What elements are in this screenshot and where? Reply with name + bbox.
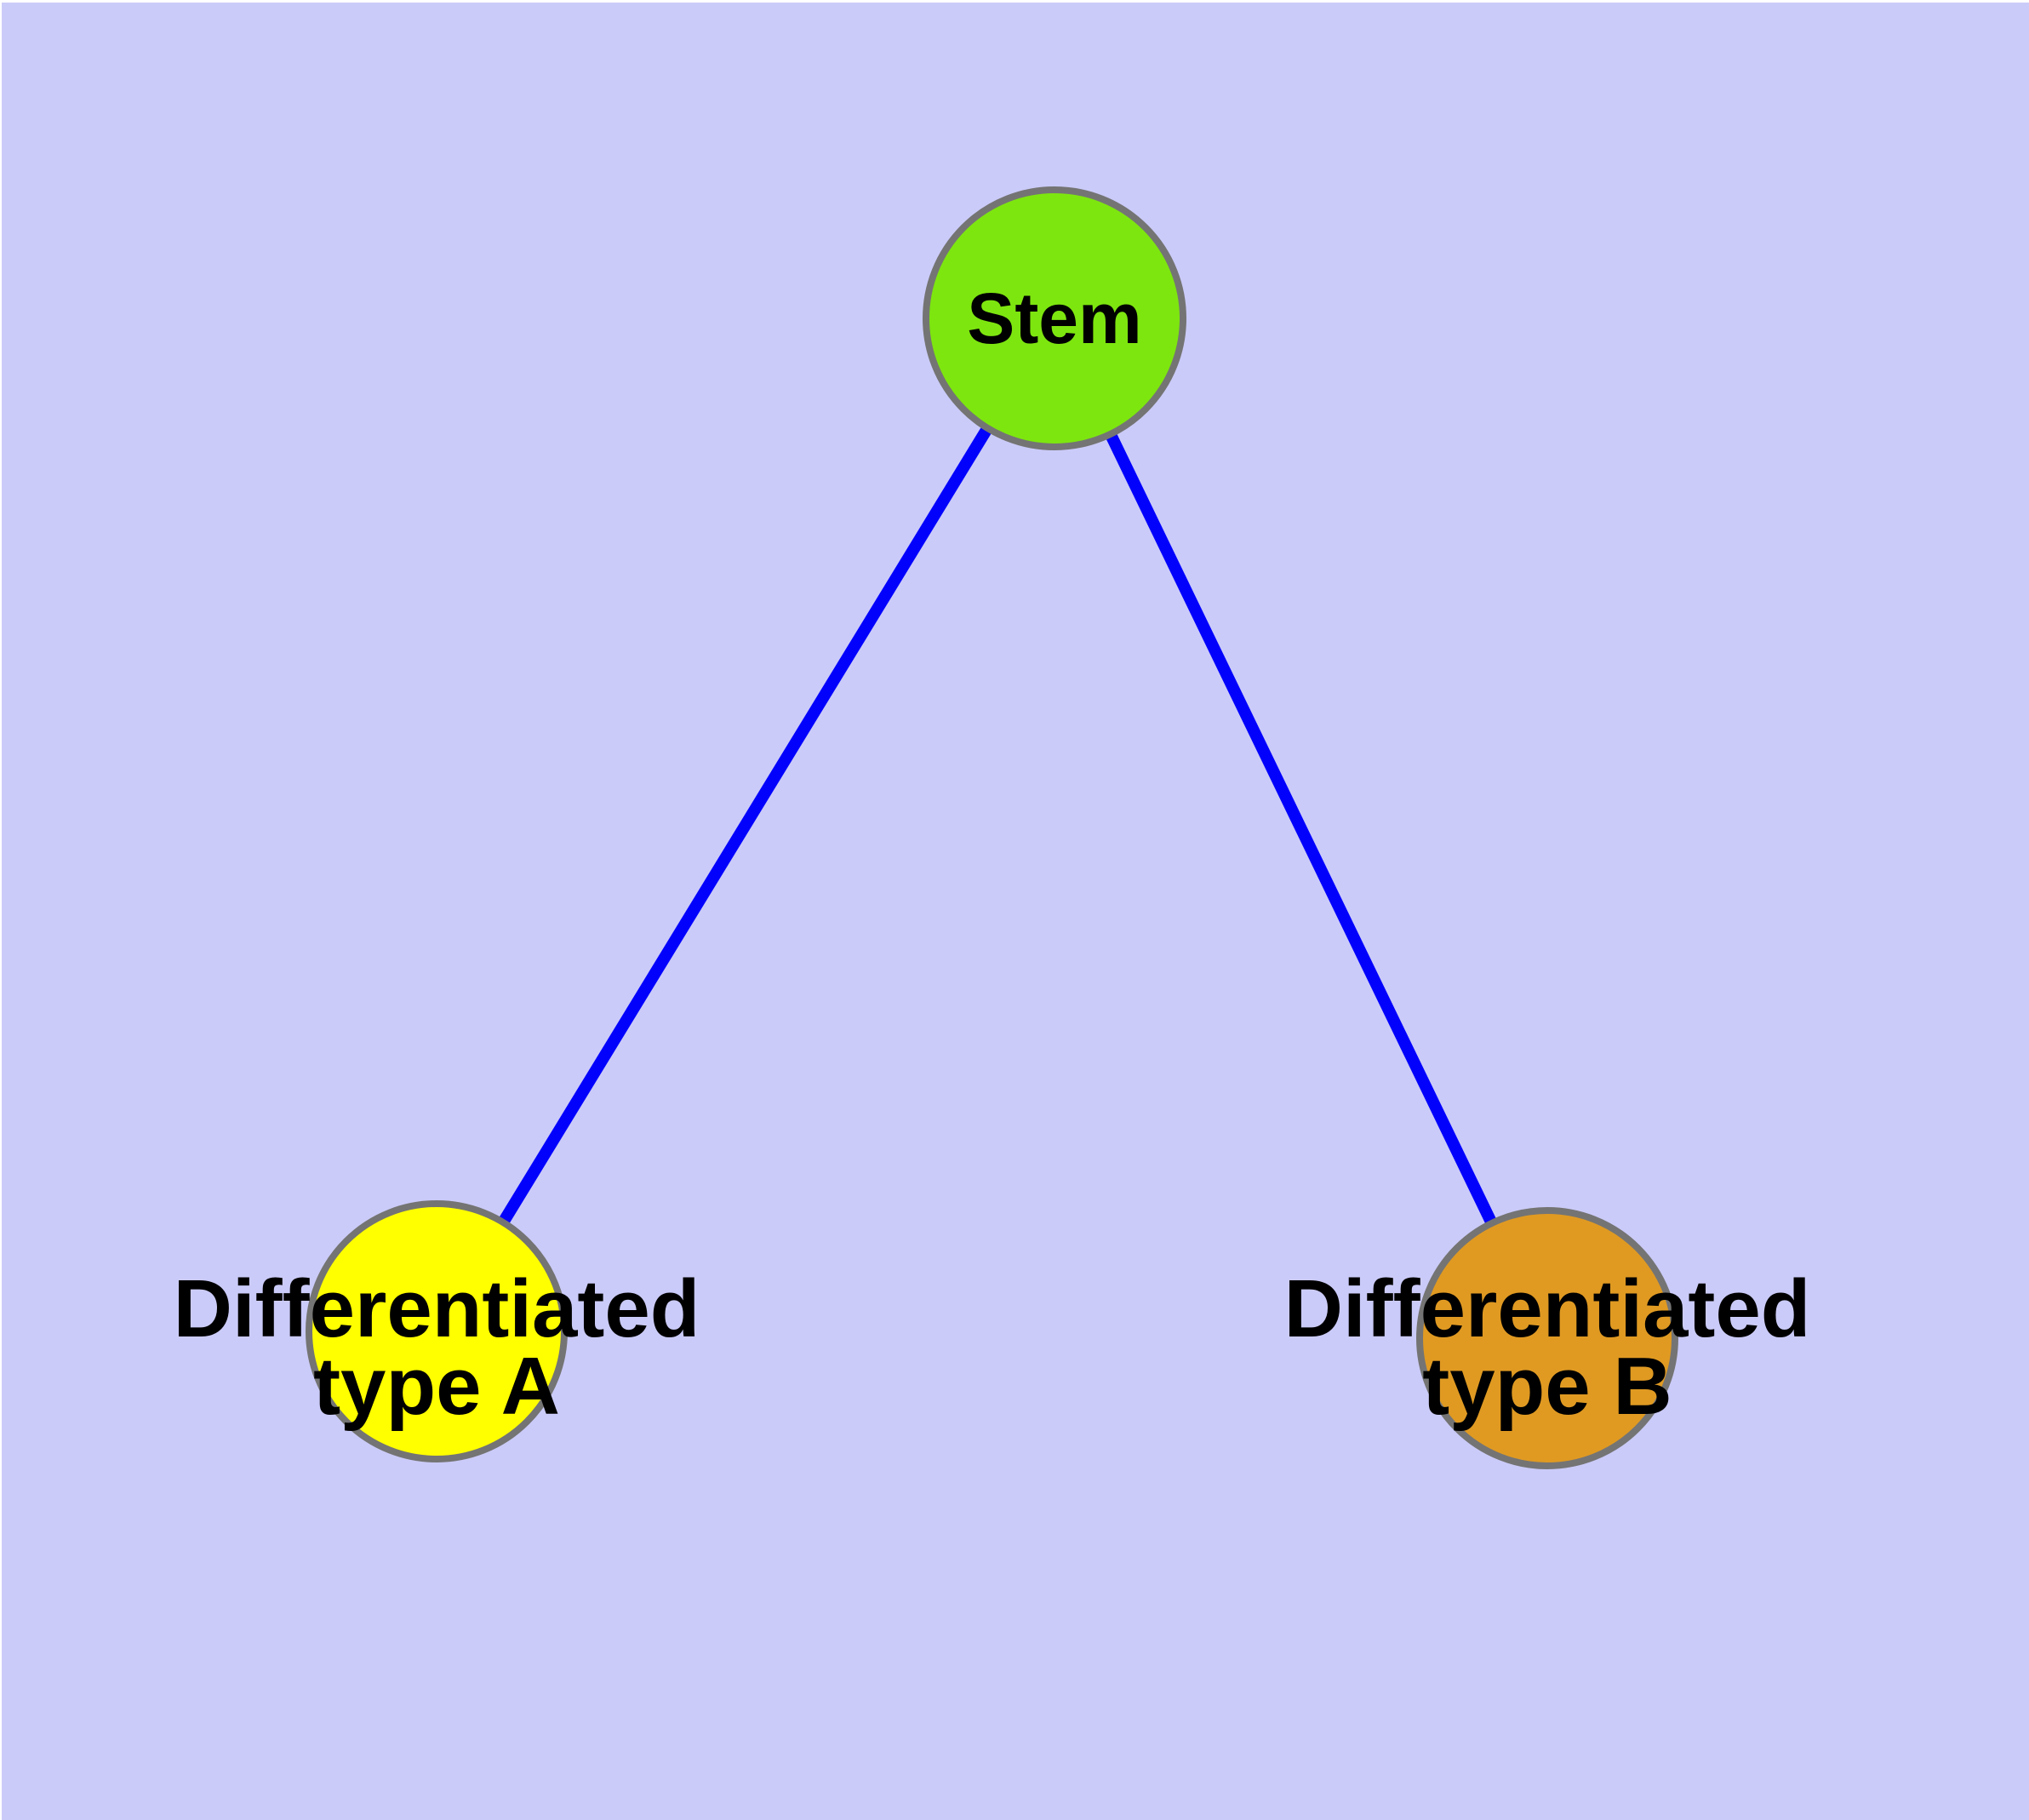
node-circle-stem	[923, 186, 1186, 450]
node-label-differentiated-type-a-line2: type A	[313, 1341, 560, 1432]
node-label-differentiated-type-a-line1: Differentiated	[174, 1263, 700, 1354]
node-circle-differentiated-type-a	[306, 1200, 568, 1462]
node-label-differentiated-type-b-line1: Differentiated	[1284, 1263, 1811, 1354]
edge-stem-to-type-b	[1049, 315, 1553, 1342]
node-label-stem: Stem	[967, 278, 1141, 358]
node-label-differentiated-type-b-line2: type B	[1422, 1341, 1672, 1432]
edge-stem-to-type-a	[432, 315, 1060, 1335]
node-circle-differentiated-type-b	[1416, 1207, 1678, 1469]
